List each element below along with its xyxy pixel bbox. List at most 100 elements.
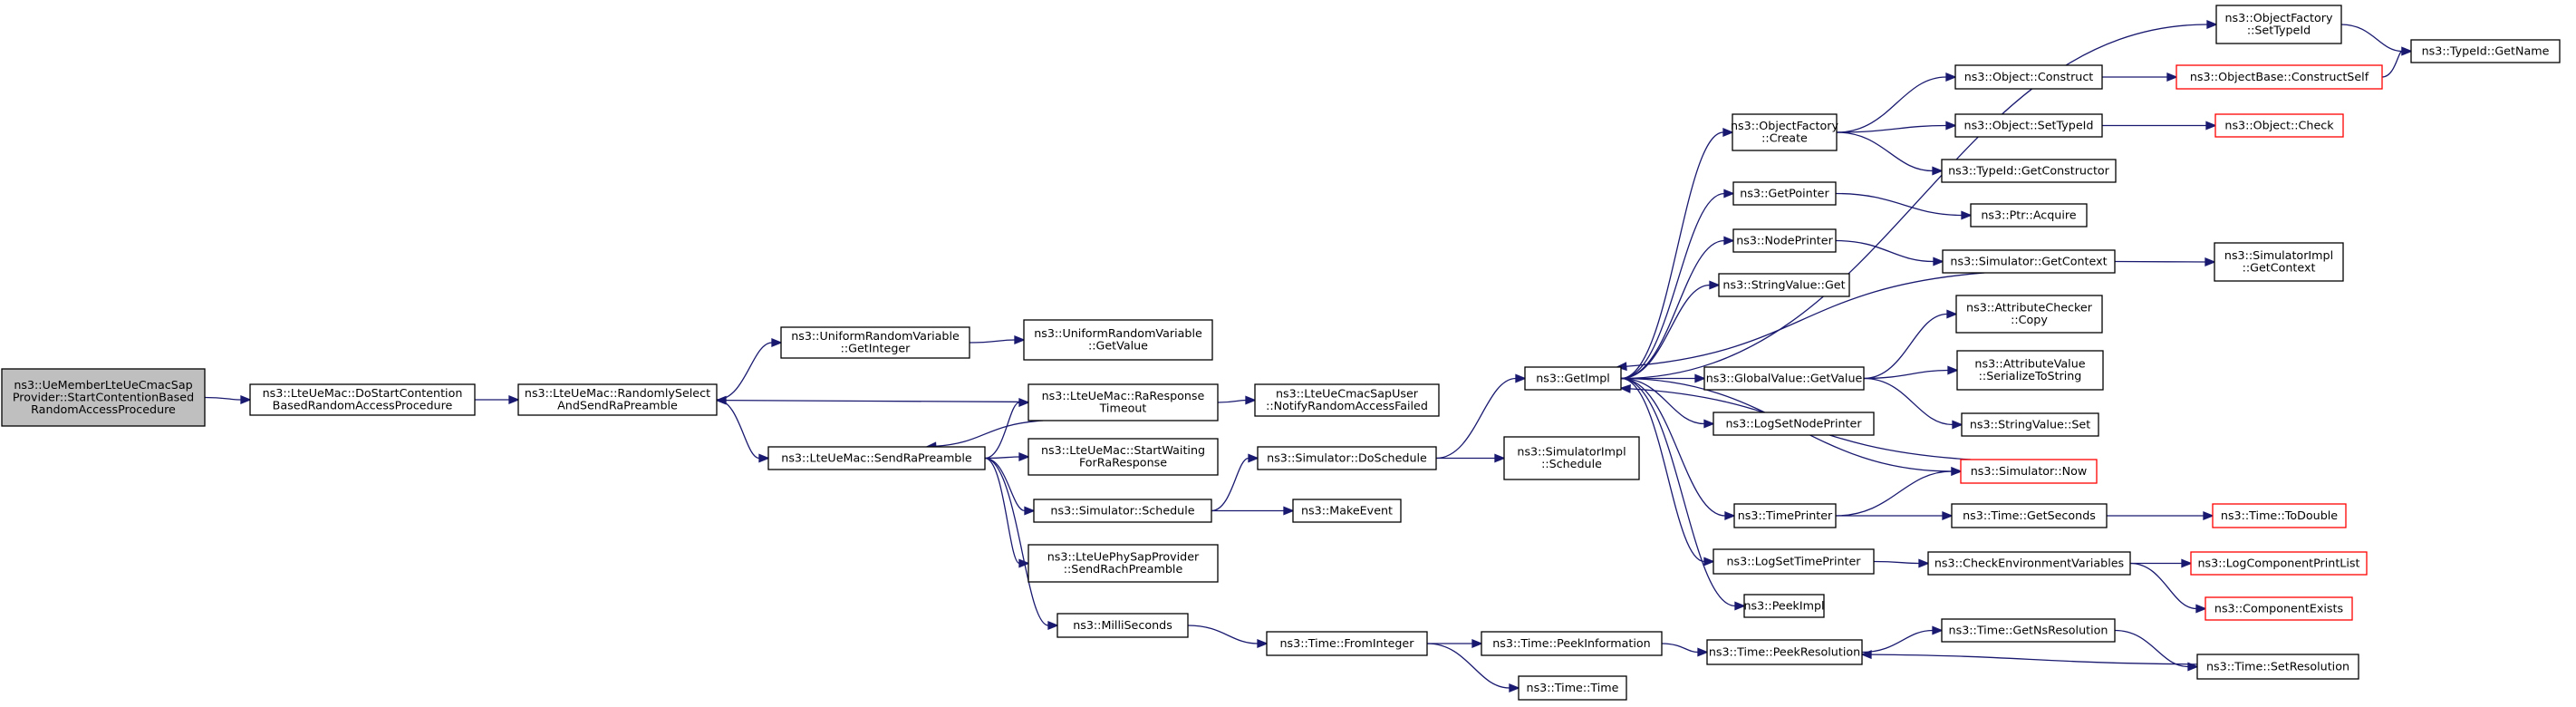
node-peekRes[interactable]: ns3::Time::PeekResolution [1706,639,1863,665]
node-box[interactable] [1028,544,1219,583]
node-ofSetTypeId[interactable]: ns3::ObjectFactory::SetTypeId [2215,5,2342,44]
node-box[interactable] [2410,39,2561,63]
node-makeEvent[interactable]: ns3::MakeEvent [1292,499,1402,523]
node-box[interactable] [1033,499,1212,523]
node-box[interactable] [1503,436,1640,480]
node-simGetContext[interactable]: ns3::Simulator::GetContext [1942,249,2116,274]
node-box[interactable] [1703,366,1865,391]
node-simImplSchedule[interactable]: ns3::SimulatorImpl::Schedule [1503,436,1640,480]
node-box[interactable] [2212,503,2347,528]
node-compExists[interactable]: ns3::ComponentExists [2205,596,2353,621]
node-box[interactable] [249,383,476,416]
node-ptrAcquire[interactable]: ns3::Ptr::Acquire [1970,203,2088,228]
node-box[interactable] [2214,242,2344,282]
node-box[interactable] [1960,459,2098,484]
node-notifyFail[interactable]: ns3::LteUeCmacSapUser::NotifyRandomAcces… [1254,383,1440,417]
node-box[interactable] [1954,64,2103,90]
node-siGetContext[interactable]: ns3::SimulatorImpl::GetContext [2214,242,2344,282]
node-box[interactable] [1292,499,1402,523]
node-objConstruct[interactable]: ns3::Object::Construct [1954,64,2103,90]
node-getImpl[interactable]: ns3::GetImpl [1524,366,1622,391]
node-gvGetValue[interactable]: ns3::GlobalValue::GetValue [1703,366,1865,391]
node-timePrinter[interactable]: ns3::TimePrinter [1733,503,1837,528]
node-box[interactable] [1257,446,1437,470]
node-obConstructSelf[interactable]: ns3::ObjectBase::ConstructSelf [2176,64,2383,90]
node-urvGetInt[interactable]: ns3::UniformRandomVariable::GetInteger [780,326,970,359]
node-tidGetName[interactable]: ns3::TypeId::GetName [2410,39,2561,63]
node-box[interactable] [517,383,718,416]
node-box[interactable] [2190,551,2368,576]
node-box[interactable] [1,368,206,427]
node-box[interactable] [1732,181,1837,206]
node-box[interactable] [1266,631,1428,656]
node-root[interactable]: ns3::UeMemberLteUeCmacSapProvider::Start… [1,368,206,427]
node-box[interactable] [1706,639,1863,665]
node-box[interactable] [1961,412,2099,437]
node-peekInfo[interactable]: ns3::Time::PeekInformation [1481,631,1663,656]
node-box[interactable] [1956,350,2104,391]
node-box[interactable] [1732,228,1837,253]
node-nodePrinter[interactable]: ns3::NodePrinter [1732,228,1837,253]
node-box[interactable] [1955,295,2103,334]
node-acCopy[interactable]: ns3::AttributeChecker::Copy [1955,295,2103,334]
node-box[interactable] [2214,113,2344,138]
node-box[interactable] [1941,618,2116,643]
node-box[interactable] [1023,319,1213,361]
node-box[interactable] [1028,438,1219,476]
node-milli[interactable]: ns3::MilliSeconds [1056,613,1189,638]
node-box[interactable] [767,446,986,470]
node-box[interactable] [1927,551,2131,576]
node-objSetTypeId[interactable]: ns3::Object::SetTypeId [1954,113,2103,138]
node-getPointer[interactable]: ns3::GetPointer [1732,181,1837,206]
node-box[interactable] [2205,596,2353,621]
node-tidGetCtor[interactable]: ns3::TypeId::GetConstructor [1941,159,2117,183]
node-box[interactable] [1518,675,1627,701]
node-logSetNode[interactable]: ns3::LogSetNodePrinter [1713,412,1875,436]
node-box[interactable] [1954,113,2103,138]
node-sendRach[interactable]: ns3::LteUePhySapProvider::SendRachPreamb… [1028,544,1219,583]
node-box[interactable] [1028,383,1219,421]
node-setRes[interactable]: ns3::Time::SetResolution [2196,654,2359,680]
node-box[interactable] [1718,273,1850,297]
node-box[interactable] [1732,113,1838,151]
node-getSeconds[interactable]: ns3::Time::GetSeconds [1951,503,2108,528]
node-box[interactable] [780,326,970,359]
node-box[interactable] [1481,631,1663,656]
node-ofCreate[interactable]: ns3::ObjectFactory::Create [1731,113,1838,151]
node-objCheck[interactable]: ns3::Object::Check [2214,113,2344,138]
node-simNow[interactable]: ns3::Simulator::Now [1960,459,2098,484]
node-box[interactable] [1942,249,2116,274]
node-box[interactable] [1970,203,2088,228]
node-box[interactable] [1941,159,2117,183]
node-logCompPrint[interactable]: ns3::LogComponentPrintList [2190,551,2368,576]
node-strValGet[interactable]: ns3::StringValue::Get [1718,273,1850,297]
node-box[interactable] [1713,412,1875,436]
node-timeTime[interactable]: ns3::Time::Time [1518,675,1627,701]
node-getNsRes[interactable]: ns3::Time::GetNsResolution [1941,618,2116,643]
node-box[interactable] [1056,613,1189,638]
node-box[interactable] [2215,5,2342,44]
node-box[interactable] [1713,548,1875,575]
node-fromInt[interactable]: ns3::Time::FromInteger [1266,631,1428,656]
node-box[interactable] [2196,654,2359,680]
node-checkEnv[interactable]: ns3::CheckEnvironmentVariables [1927,551,2131,576]
node-svSet[interactable]: ns3::StringValue::Set [1961,412,2099,437]
node-urvGetVal[interactable]: ns3::UniformRandomVariable::GetValue [1023,319,1213,361]
node-sendRa[interactable]: ns3::LteUeMac::SendRaPreamble [767,446,986,470]
node-doStart[interactable]: ns3::LteUeMac::DoStartContentionBasedRan… [249,383,476,416]
node-randSel[interactable]: ns3::LteUeMac::RandomlySelectAndSendRaPr… [517,383,718,416]
node-box[interactable] [1524,366,1622,391]
node-doSchedule[interactable]: ns3::Simulator::DoSchedule [1257,446,1437,470]
node-box[interactable] [1254,383,1440,417]
node-box[interactable] [1733,503,1837,528]
node-avSerialize[interactable]: ns3::AttributeValue::SerializeToString [1956,350,2104,391]
node-logSetTime[interactable]: ns3::LogSetTimePrinter [1713,548,1875,575]
node-box[interactable] [2176,64,2383,90]
node-peekImpl[interactable]: ns3::PeekImpl [1743,594,1825,618]
node-box[interactable] [1743,594,1825,618]
node-box[interactable] [1951,503,2108,528]
node-toDouble[interactable]: ns3::Time::ToDouble [2212,503,2347,528]
node-simSchedule[interactable]: ns3::Simulator::Schedule [1033,499,1212,523]
